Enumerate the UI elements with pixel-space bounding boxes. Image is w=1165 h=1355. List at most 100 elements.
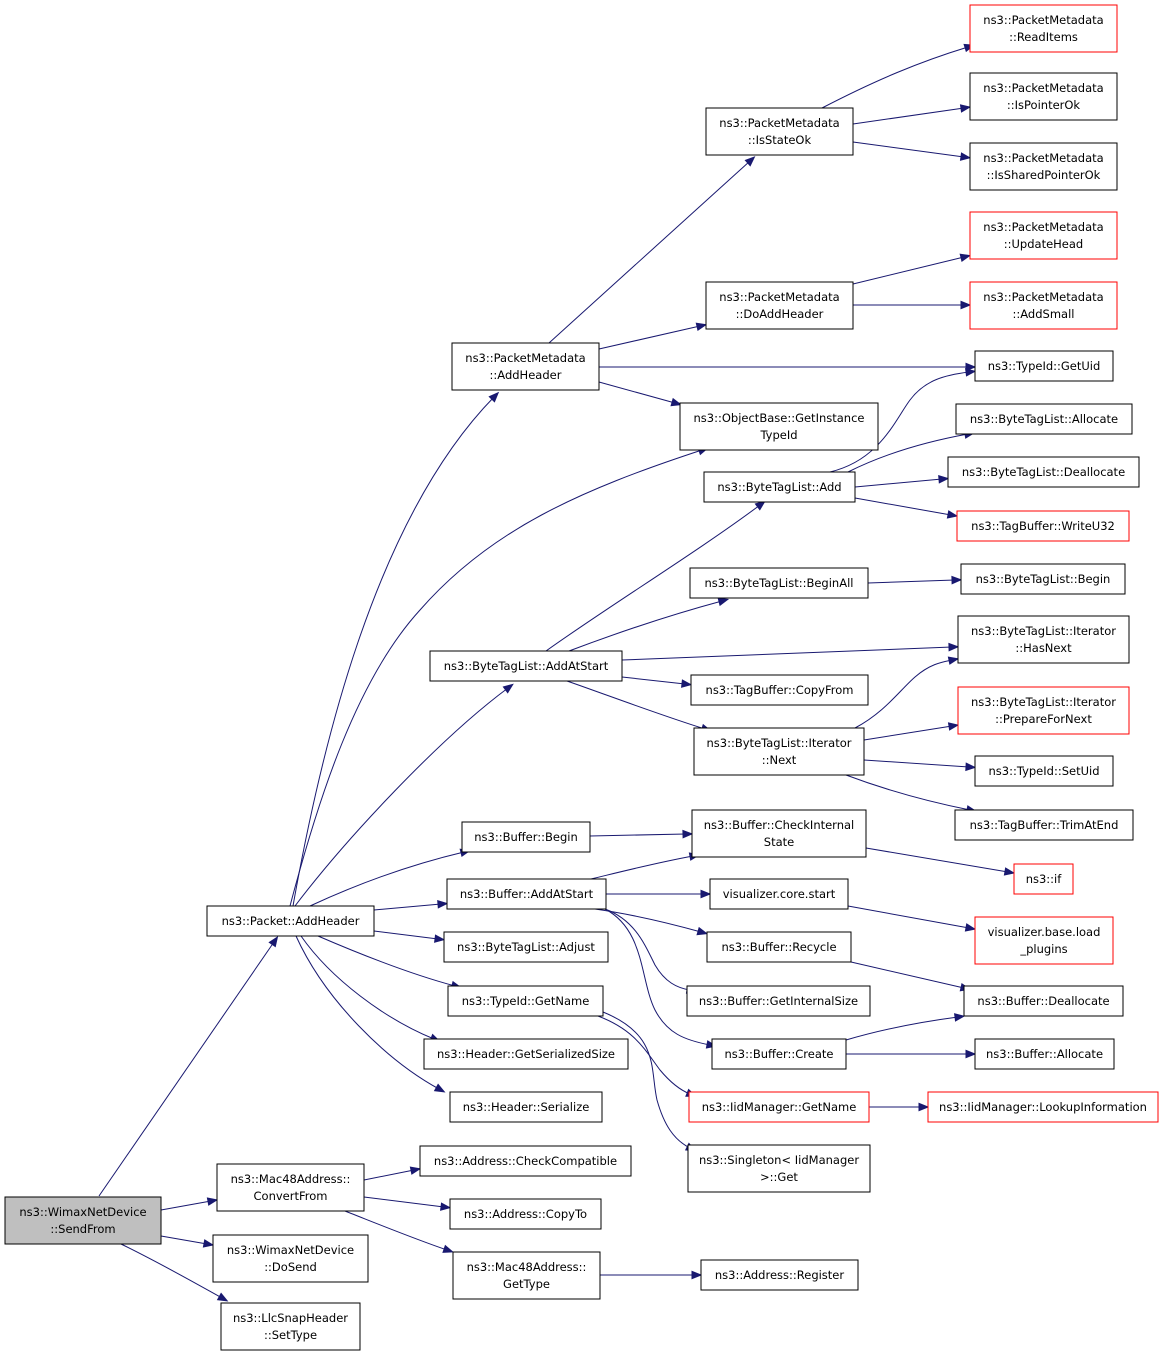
edge-line (289, 449, 703, 907)
edge-line (821, 46, 969, 109)
node-typeid-getuid[interactable]: ns3::TypeId::GetUid (974, 350, 1114, 382)
node-btl-addatstart[interactable]: ns3::ByteTagList::AddAtStart (429, 650, 623, 682)
node-label: ::DoAddHeader (736, 307, 824, 321)
edge-arrowhead (216, 1292, 229, 1302)
node-box (947, 456, 1140, 488)
node-label: GetType (503, 1277, 550, 1291)
edge-line (292, 396, 495, 907)
node-mac48-convertfrom[interactable]: ns3::Mac48Address::ConvertFrom (216, 1163, 365, 1212)
node-buf-addatstart[interactable]: ns3::Buffer::AddAtStart (446, 878, 607, 910)
node-tb-copyfrom[interactable]: ns3::TagBuffer::CopyFrom (690, 674, 869, 706)
edge-arrowhead (691, 1270, 703, 1280)
edge-pm_isstateok-to-pm_ispointerok (852, 104, 972, 125)
node-pm-ispointerok[interactable]: ns3::PacketMetadata::IsPointerOk (969, 72, 1118, 121)
node-viz-core-start[interactable]: visualizer.core.start (709, 878, 849, 910)
node-addr-copyto[interactable]: ns3::Address::CopyTo (449, 1198, 602, 1230)
node-typeid-getname[interactable]: ns3::TypeId::GetName (447, 985, 604, 1017)
node-btl-iter-hasnext[interactable]: ns3::ByteTagList::Iterator::HasNext (957, 615, 1130, 664)
node-pkt-addheader[interactable]: ns3::Packet::AddHeader (206, 905, 375, 937)
edge-mac48_convertfrom-to-mac48_gettype (344, 1210, 454, 1253)
node-pm-addsmall[interactable]: ns3::PacketMetadata::AddSmall (969, 281, 1118, 330)
node-root[interactable]: ns3::WimaxNetDevice::SendFrom (4, 1196, 162, 1245)
node-tb-writeu32[interactable]: ns3::TagBuffer::WriteU32 (956, 510, 1130, 542)
node-singleton-get[interactable]: ns3::Singleton< IidManager>::Get (687, 1144, 871, 1193)
node-box (705, 107, 854, 156)
node-box (963, 985, 1124, 1017)
node-btl-iter-next[interactable]: ns3::ByteTagList::Iterator::Next (693, 727, 865, 776)
node-iid-lookupinformation[interactable]: ns3::IidManager::LookupInformation (927, 1091, 1159, 1123)
node-label: ns3::PacketMetadata (983, 81, 1103, 95)
edge-pkt_addheader-to-hdr_getserializedsize (300, 935, 441, 1042)
edge-arrowhead (268, 936, 279, 948)
node-tb-trimatend[interactable]: ns3::TagBuffer::TrimAtEnd (954, 809, 1134, 841)
node-box (449, 1091, 603, 1123)
node-btl-adjust[interactable]: ns3::ByteTagList::Adjust (443, 931, 609, 963)
node-typeid-setuid[interactable]: ns3::TypeId::SetUid (974, 755, 1114, 787)
node-buf-deallocate[interactable]: ns3::Buffer::Deallocate (963, 985, 1124, 1017)
node-ns3-if[interactable]: ns3::if (1013, 863, 1074, 895)
node-hdr-serialize[interactable]: ns3::Header::Serialize (449, 1091, 603, 1123)
edge-arrowhead (960, 300, 972, 310)
node-box (706, 931, 852, 963)
edge-line (847, 905, 970, 929)
node-btl-deallocate[interactable]: ns3::ByteTagList::Deallocate (947, 456, 1140, 488)
node-pm-readitems[interactable]: ns3::PacketMetadata::ReadItems (969, 4, 1118, 53)
node-buf-recycle[interactable]: ns3::Buffer::Recycle (706, 931, 852, 963)
edge-line (98, 941, 275, 1197)
node-addr-register[interactable]: ns3::Address::Register (700, 1259, 859, 1291)
node-label: ns3::Buffer::Deallocate (977, 994, 1109, 1008)
node-buf-getinternalsize[interactable]: ns3::Buffer::GetInternalSize (686, 985, 871, 1017)
node-label: ns3::Buffer::Create (724, 1047, 833, 1061)
node-label: ns3::Buffer::Recycle (721, 940, 836, 954)
node-box (461, 821, 591, 853)
edge-arrowhead (965, 362, 977, 372)
node-btl-iter-preparefornext[interactable]: ns3::ByteTagList::Iterator::PrepareForNe… (957, 686, 1130, 735)
edge-arrowhead (437, 900, 449, 909)
edge-pm_addheader-to-pm_isstateok (548, 156, 756, 344)
node-addr-checkcompatible[interactable]: ns3::Address::CheckCompatible (419, 1145, 632, 1177)
node-pm-doaddheader[interactable]: ns3::PacketMetadata::DoAddHeader (705, 281, 854, 330)
node-wimax-dosend[interactable]: ns3::WimaxNetDevice::DoSend (212, 1234, 369, 1283)
edge-btl_addatstart-to-btl_add (545, 500, 766, 652)
edge-line (847, 433, 969, 473)
node-label: ns3::Buffer::Begin (474, 830, 578, 844)
node-hdr-getserializedsize[interactable]: ns3::Header::GetSerializedSize (423, 1038, 629, 1070)
edge-arrowhead (202, 1239, 215, 1248)
node-box (216, 1163, 365, 1212)
node-pm-addheader[interactable]: ns3::PacketMetadata::AddHeader (451, 342, 600, 391)
node-box (691, 809, 867, 858)
node-btl-beginall[interactable]: ns3::ByteTagList::BeginAll (689, 567, 869, 599)
node-label: ::DoSend (264, 1260, 317, 1274)
node-btl-begin[interactable]: ns3::ByteTagList::Begin (960, 563, 1126, 595)
edge-line (867, 579, 956, 584)
node-iid-getname[interactable]: ns3::IidManager::GetName (688, 1091, 870, 1123)
node-buf-begin[interactable]: ns3::Buffer::Begin (461, 821, 591, 853)
edge-line (295, 935, 440, 1090)
node-buf-create[interactable]: ns3::Buffer::Create (711, 1038, 847, 1070)
node-label: ns3::Singleton< IidManager (699, 1153, 859, 1167)
node-buf-allocate[interactable]: ns3::Buffer::Allocate (974, 1038, 1115, 1070)
node-viz-base-load-plugins[interactable]: visualizer.base.load_plugins (974, 916, 1114, 965)
edge-pm_isstateok-to-pm_issharedpointerok (852, 141, 972, 161)
node-llcsnap-settype[interactable]: ns3::LlcSnapHeader::SetType (220, 1302, 361, 1351)
edge-btl_beginall-to-btl_begin (867, 575, 963, 585)
edge-line (604, 908, 691, 991)
node-pm-issharedpointerok[interactable]: ns3::PacketMetadata::IsSharedPointerOk (969, 142, 1118, 191)
node-btl-allocate[interactable]: ns3::ByteTagList::Allocate (955, 403, 1133, 435)
node-pm-isstateok[interactable]: ns3::PacketMetadata::IsStateOk (705, 107, 854, 156)
node-btl-add[interactable]: ns3::ByteTagList::Add (703, 471, 856, 503)
edge-arrowhead (964, 923, 977, 932)
node-label: ns3::PacketMetadata (465, 351, 585, 365)
node-mac48-gettype[interactable]: ns3::Mac48Address::GetType (452, 1251, 601, 1300)
edge-root-to-pkt_addheader (98, 936, 279, 1197)
edge-btl_iter_next-to-btl_iter_hasnext (854, 656, 960, 729)
node-label: ns3::TypeId::SetUid (989, 764, 1100, 778)
edge-arrowhead (682, 829, 694, 839)
edge-arrowhead (681, 679, 693, 688)
node-box (709, 878, 849, 910)
node-pm-updatehead[interactable]: ns3::PacketMetadata::UpdateHead (969, 211, 1118, 260)
edge-line (344, 1210, 448, 1251)
